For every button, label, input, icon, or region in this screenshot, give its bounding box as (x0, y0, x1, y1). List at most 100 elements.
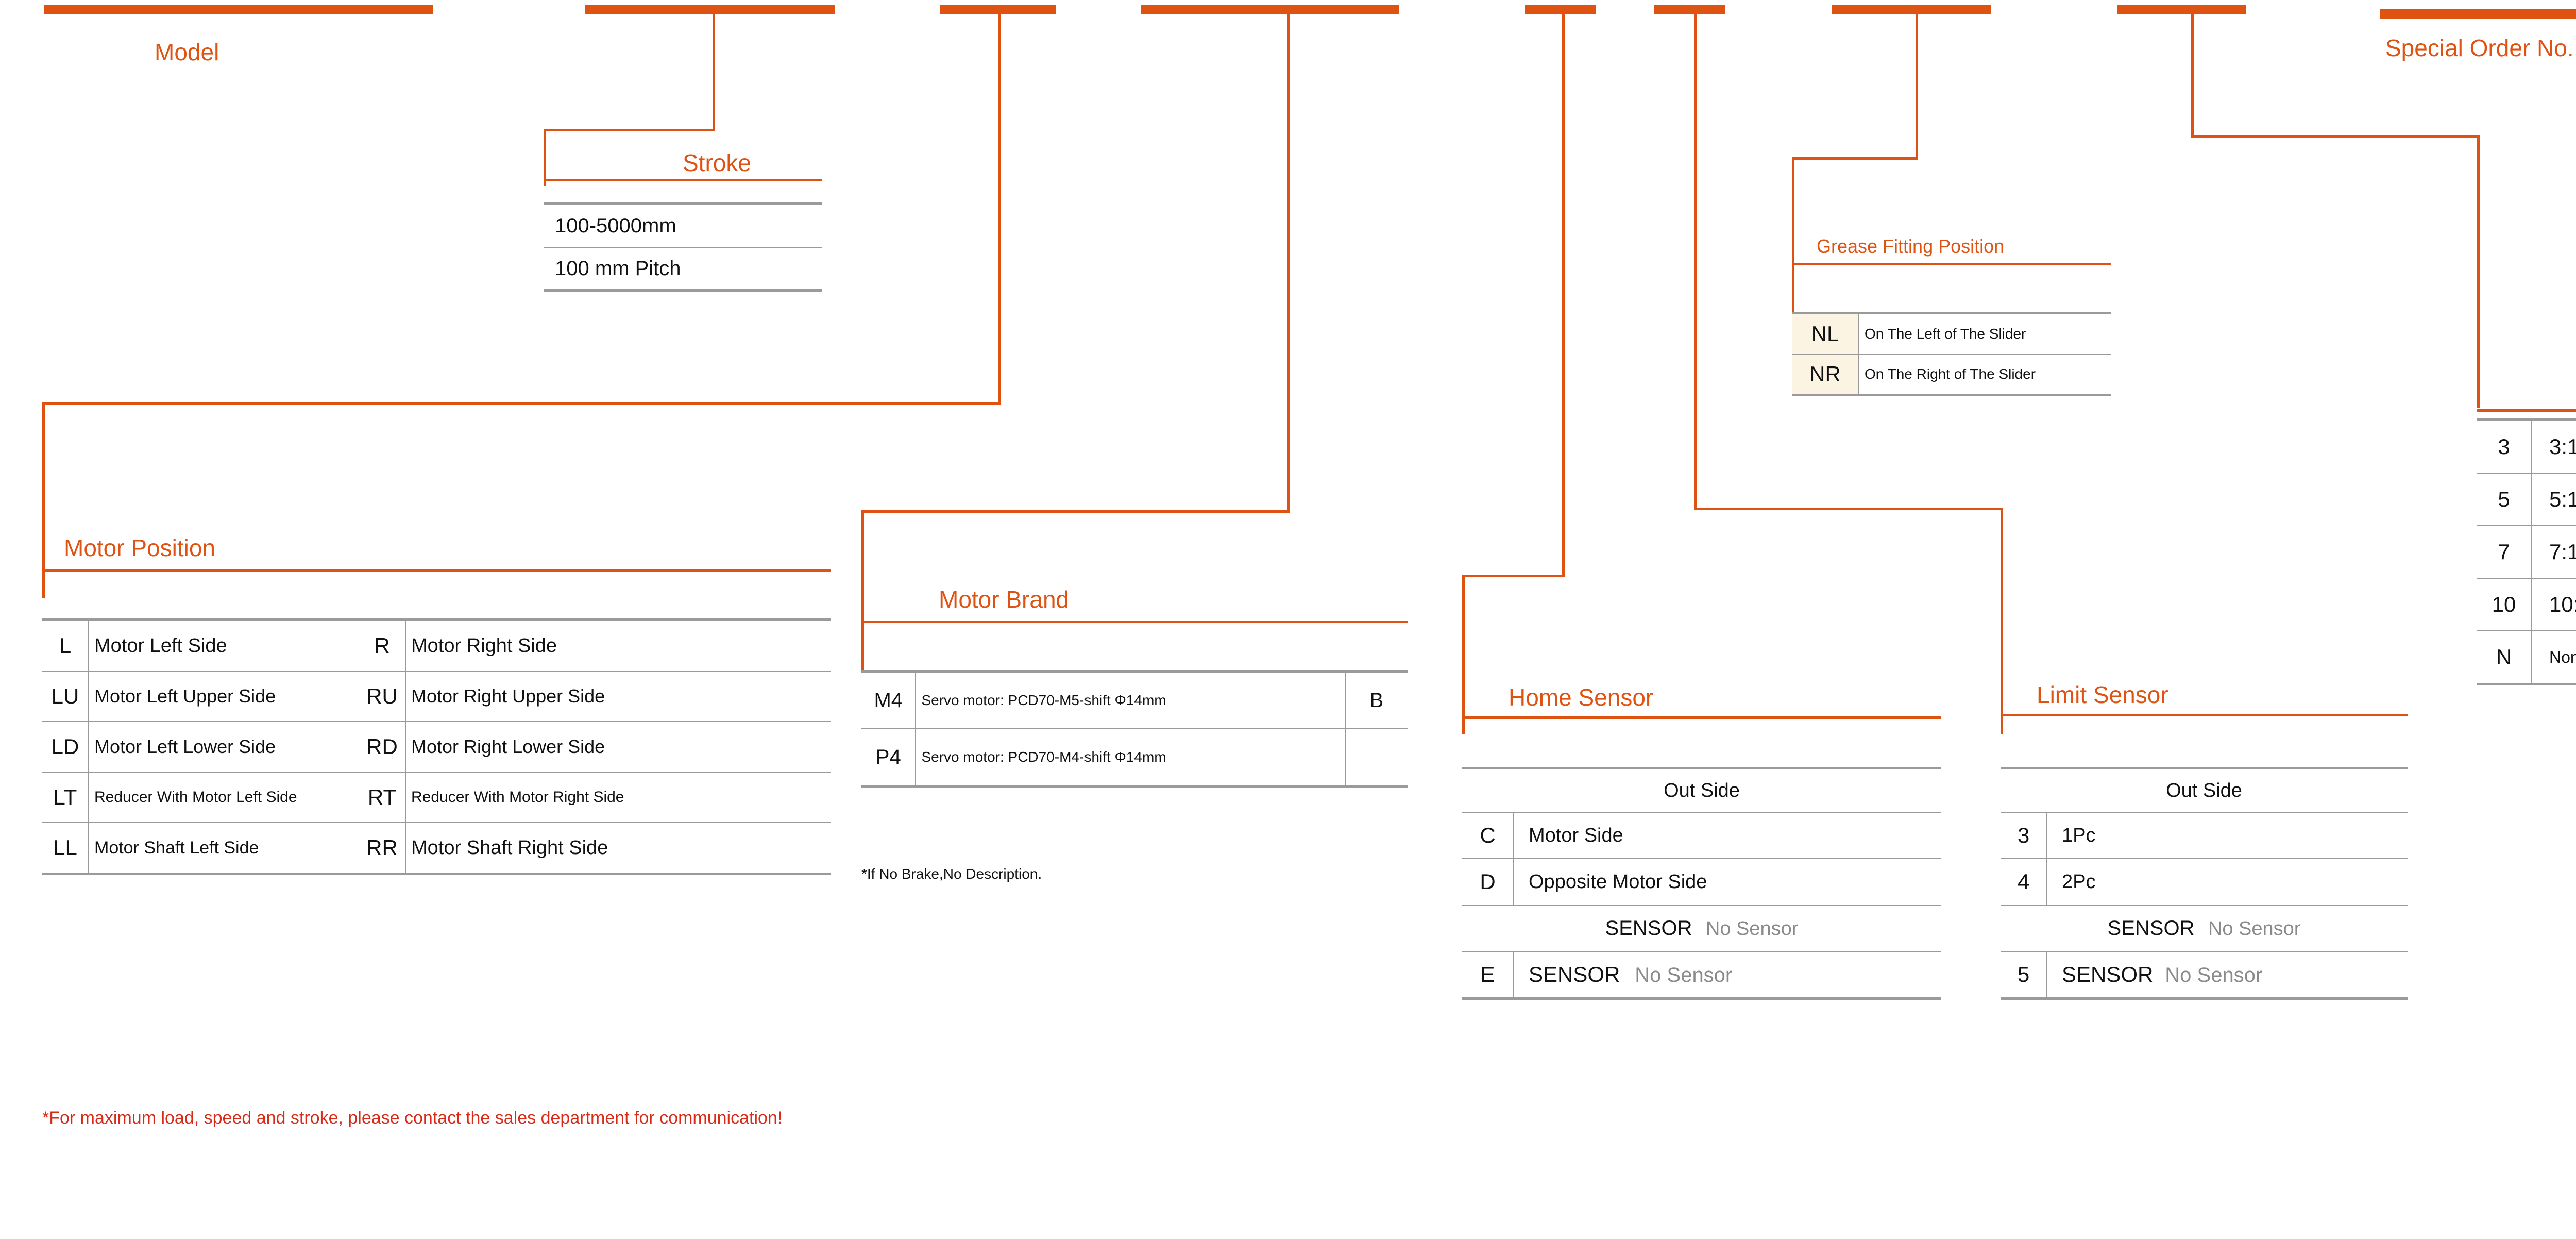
limit-sensor-nosensor-label: No Sensor (2165, 964, 2263, 986)
motor-position-code-l: LU (42, 671, 89, 722)
leader-limitsensor-v2 (2001, 508, 2003, 734)
table-row: 4 2Pc (2001, 858, 2408, 906)
motor-position-desc-r: Motor Shaft Right Side (405, 822, 831, 875)
limit-sensor-band-nosensor: SENSOR No Sensor (2001, 905, 2408, 952)
limit-sensor-band-sensor-label: SENSOR (2107, 916, 2195, 940)
gearbox-desc: None Gearbox Type (2531, 630, 2576, 685)
limit-sensor-desc: 1Pc (2047, 812, 2408, 859)
table-row: N None Gearbox Type (2477, 630, 2576, 685)
motor-position-desc-r: Motor Right Side (405, 618, 831, 672)
leader-motorpos-h1 (42, 402, 1001, 405)
home-sensor-desc: Motor Side (1514, 812, 1941, 859)
table-row: SENSOR No Sensor (2001, 905, 2408, 952)
leader-stroke-h1 (544, 129, 715, 131)
motor-position-table: L Motor Left Side R Motor Right Side LU … (42, 618, 831, 875)
leader-gearbox-v1 (2191, 14, 2194, 138)
limit-sensor-desc: SENSOR No Sensor (2047, 951, 2408, 1000)
stroke-title: Stroke (683, 149, 751, 176)
motor-position-desc-l: Motor Left Side (89, 618, 359, 672)
section-motor-position: Motor Position (42, 536, 831, 572)
table-row: 5 SENSOR No Sensor (2001, 951, 2408, 1000)
table-row: NR On The Right of The Slider (1792, 354, 2111, 396)
motor-brand-code: P4 (861, 728, 917, 788)
home-sensor-band-outside: Out Side (1462, 767, 1941, 813)
leader-motorbrand-v1 (1287, 14, 1290, 512)
gearbox-code: 5 (2477, 473, 2532, 526)
motor-position-title-rule (42, 569, 831, 572)
leader-grease-h1 (1792, 157, 1918, 160)
table-row: L Motor Left Side R Motor Right Side (42, 618, 831, 672)
home-sensor-title-rule (1462, 716, 1941, 719)
stroke-range-cell: 100-5000mm (544, 202, 822, 248)
limit-sensor-sensor-label: SENSOR (2062, 962, 2154, 986)
limit-sensor-code: 3 (2001, 812, 2047, 859)
limit-sensor-title-rule (2001, 714, 2408, 716)
limit-sensor-title: Limit Sensor (2037, 681, 2168, 708)
motor-brand-brake-code: B (1345, 670, 1408, 729)
leader-homesensor-h1 (1462, 575, 1565, 577)
gearbox-code: 3 (2477, 418, 2532, 474)
limit-sensor-band-nosensor-label: No Sensor (2208, 917, 2301, 940)
motor-brand-title-rule (861, 621, 1408, 623)
section-stroke: Stroke (544, 126, 822, 181)
table-row: 3 3:1 (2477, 418, 2576, 474)
leader-limitsensor-h1 (1694, 508, 2003, 510)
gearbox-ratio-title-rule (2477, 409, 2576, 412)
leader-stroke-v1 (713, 14, 715, 130)
grease-desc: On The Right of The Slider (1859, 354, 2111, 396)
section-motor-brand: Motor Brand (861, 588, 1408, 623)
home-sensor-desc: Opposite Motor Side (1514, 858, 1941, 906)
stroke-title-rule (544, 179, 822, 181)
motor-position-code-r: R (359, 618, 406, 672)
leader-gearbox-v2 (2477, 135, 2480, 408)
motor-position-code-l: L (42, 618, 89, 672)
table-row: E SENSOR No Sensor (1462, 951, 1941, 1000)
grease-code: NL (1792, 312, 1859, 355)
grease-fitting-title: Grease Fitting Position (1817, 236, 2005, 257)
footer-note: *For maximum load, speed and stroke, ple… (42, 1108, 783, 1128)
leader-homesensor-v2 (1462, 575, 1465, 734)
table-row: 100-5000mm (544, 202, 822, 248)
limit-sensor-desc: 2Pc (2047, 858, 2408, 906)
table-row: P4 Servo motor: PCD70-M4-shift Φ14mm (861, 728, 1408, 788)
leader-grease-v2 (1792, 157, 1794, 312)
model-title: Model (155, 39, 219, 65)
leader-motorpos-v1 (998, 14, 1001, 404)
gearbox-ratio-title: Gearbox Ratio (2575, 381, 2576, 402)
home-sensor-sensor-label: SENSOR (1529, 962, 1620, 986)
motor-brand-brake-code (1345, 728, 1408, 788)
motor-brand-code: M4 (861, 670, 917, 729)
motor-brand-table: M4 Servo motor: PCD70-M5-shift Φ14mm B P… (861, 670, 1408, 788)
grease-code: NR (1792, 354, 1859, 396)
leader-limitsensor-v1 (1694, 14, 1697, 509)
leader-gearbox-h1 (2191, 135, 2480, 138)
home-sensor-table: Out Side C Motor Side D Opposite Motor S… (1462, 767, 1941, 1000)
limit-sensor-code: 5 (2001, 951, 2047, 1000)
motor-position-code-r: RU (359, 671, 406, 722)
motor-position-desc-r: Motor Right Upper Side (405, 671, 831, 722)
limit-sensor-code: 4 (2001, 858, 2047, 906)
table-row: LU Motor Left Upper Side RU Motor Right … (42, 671, 831, 722)
stroke-table: 100-5000mm 100 mm Pitch (544, 202, 822, 292)
table-row: LL Motor Shaft Left Side RR Motor Shaft … (42, 822, 831, 875)
leader-motorbrand-v2 (861, 510, 864, 711)
gearbox-code: 7 (2477, 525, 2532, 579)
motor-brand-note: *If No Brake,No Description. (861, 866, 1042, 882)
section-limit-sensor: Limit Sensor (2001, 683, 2408, 716)
table-row: 10 10:1 (2477, 578, 2576, 631)
code-slot-model (44, 5, 433, 14)
home-sensor-desc: SENSOR No Sensor (1514, 951, 1941, 1000)
code-slot-motor-position (940, 5, 1056, 14)
limit-sensor-band-outside: Out Side (2001, 767, 2408, 813)
motor-position-code-l: LD (42, 721, 89, 773)
table-row: Out Side (2001, 767, 2408, 813)
code-slot-gearbox-ratio (2117, 5, 2246, 14)
home-sensor-band-nosensor: SENSOR No Sensor (1462, 905, 1941, 952)
table-row: 100 mm Pitch (544, 247, 822, 292)
motor-position-desc-l: Motor Left Upper Side (89, 671, 359, 722)
code-slot-stroke (585, 5, 835, 14)
leader-homesensor-v1 (1562, 14, 1565, 576)
code-slot-home-sensor (1654, 5, 1725, 14)
gearbox-desc: 10:1 (2531, 578, 2576, 631)
